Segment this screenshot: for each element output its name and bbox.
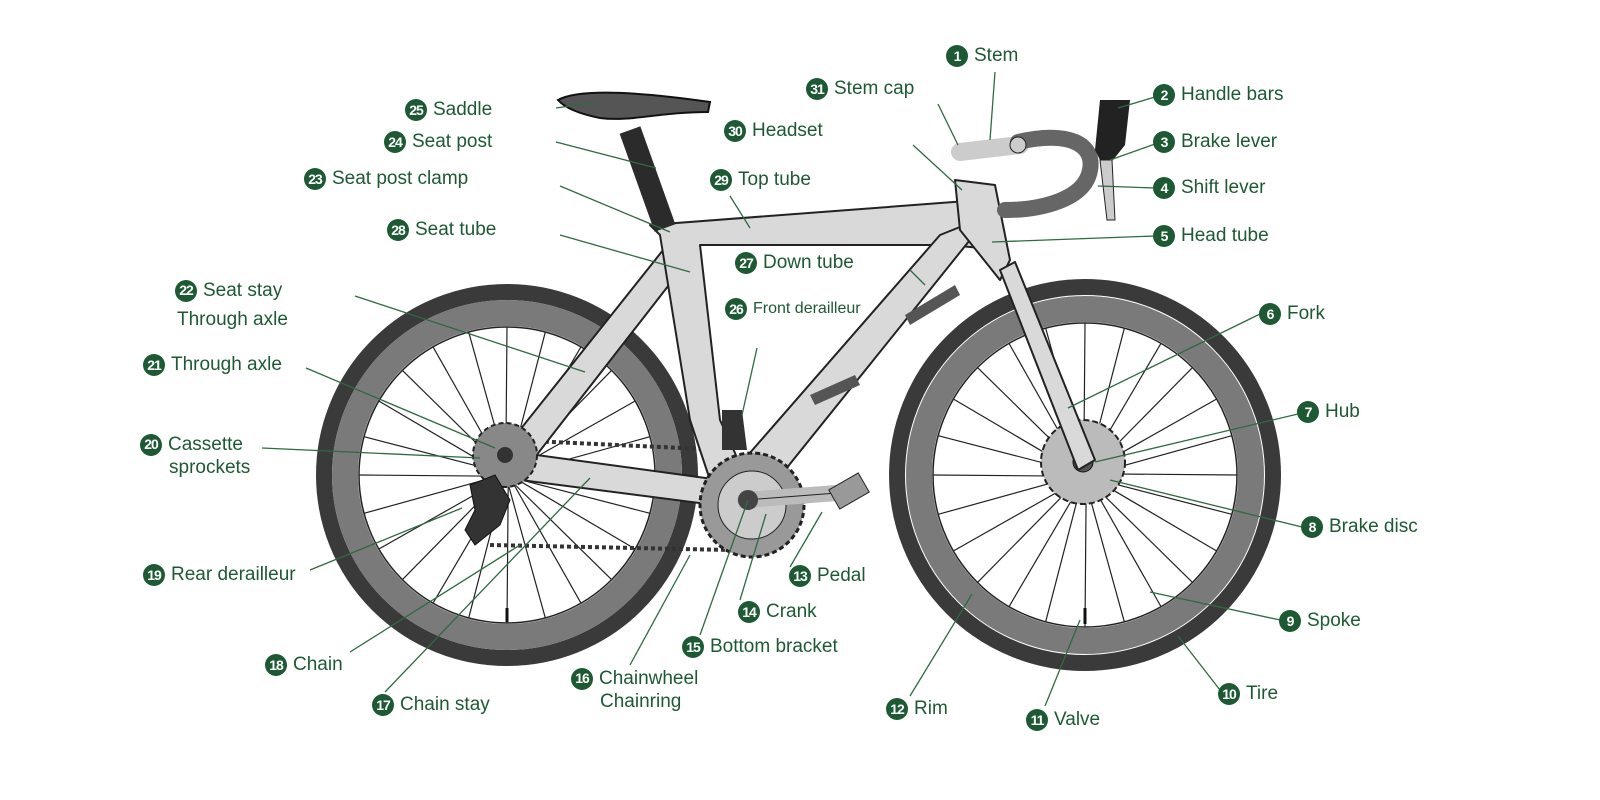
rear-derailleur [464,474,511,546]
spoke [1008,483,1082,607]
brake-lever [1095,100,1130,170]
frame [499,179,1096,506]
spoke [515,478,636,550]
spoke [358,474,498,477]
spoke [512,482,613,581]
spoke [1090,482,1193,583]
front-derailleur [722,410,747,450]
spoke [516,478,651,514]
cassette [472,422,538,488]
badge-1: 1 [946,45,968,67]
spoke [1084,484,1087,628]
spoke [1085,484,1125,622]
spoke [977,480,1078,583]
spoke [507,484,546,619]
handlebar [997,129,1099,218]
spoke [512,482,582,604]
saddle [556,91,712,120]
seat-post [619,126,676,232]
down-tube-decals [810,285,960,405]
chainring [698,451,870,559]
spoke [1090,482,1162,607]
spoke [1045,484,1082,622]
leader-lines [261,71,1303,707]
shift-lever [1099,159,1116,221]
pedal [828,472,870,510]
spoke [506,484,509,624]
front-wheel [889,279,1281,671]
